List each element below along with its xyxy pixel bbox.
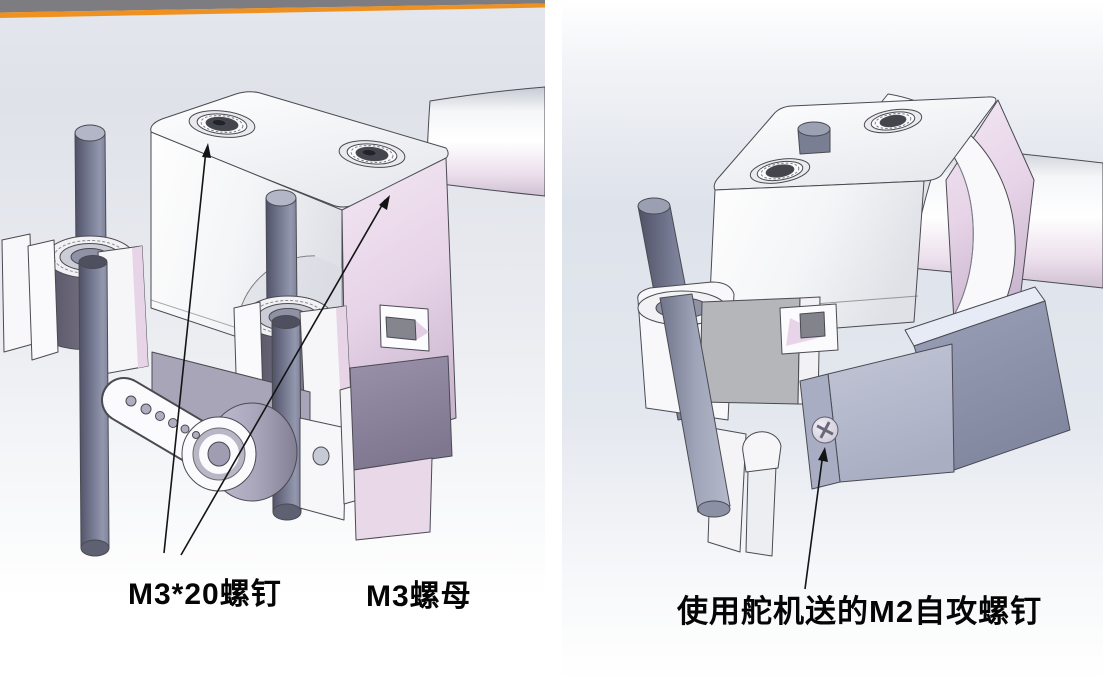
cad-panel-left bbox=[0, 0, 545, 681]
annotation-arrow-m3x20-b bbox=[180, 195, 390, 556]
label-m3x20-screw: M3*20螺钉 bbox=[128, 578, 282, 611]
bottom-block-light-face bbox=[827, 343, 955, 483]
lower-purple-block bbox=[349, 355, 453, 471]
label-m3-nut: M3螺母 bbox=[366, 580, 472, 613]
nut-window bbox=[379, 304, 430, 352]
cad-view-left bbox=[0, 0, 545, 557]
annotation-arrow-m3x20-a bbox=[163, 143, 211, 554]
socket-screw-hole-2 bbox=[338, 140, 406, 168]
bracket-hole bbox=[312, 446, 330, 466]
bracket-face-white bbox=[299, 417, 347, 521]
bracket-slab-b bbox=[745, 465, 777, 557]
socket-screw-hole-1 bbox=[188, 110, 256, 138]
cad-panel-right bbox=[562, 0, 1103, 681]
label-m2-self-tapping-screw: 使用舵机送的M2自攻螺钉 bbox=[677, 594, 1043, 629]
threaded-rod-light bbox=[659, 293, 731, 518]
window-bar-gray bbox=[0, 0, 545, 13]
threaded-rod-left-upper bbox=[74, 124, 107, 253]
nut-window bbox=[779, 303, 839, 355]
cad-view-right bbox=[637, 93, 1103, 590]
lower-pink-block bbox=[353, 457, 433, 541]
threaded-rod-middle-upper bbox=[265, 189, 298, 313]
m2-screw-head bbox=[811, 416, 839, 444]
alignment-pin bbox=[797, 121, 831, 155]
annotation-arrow-m2 bbox=[804, 447, 828, 590]
bracket-dome bbox=[742, 431, 782, 473]
servo-horn bbox=[101, 377, 257, 492]
threaded-rod-left-lower bbox=[78, 255, 110, 557]
window-bar-orange bbox=[0, 3, 545, 18]
socket-screw-hole-2 bbox=[749, 158, 811, 184]
socket-screw-hole-1 bbox=[863, 108, 923, 134]
